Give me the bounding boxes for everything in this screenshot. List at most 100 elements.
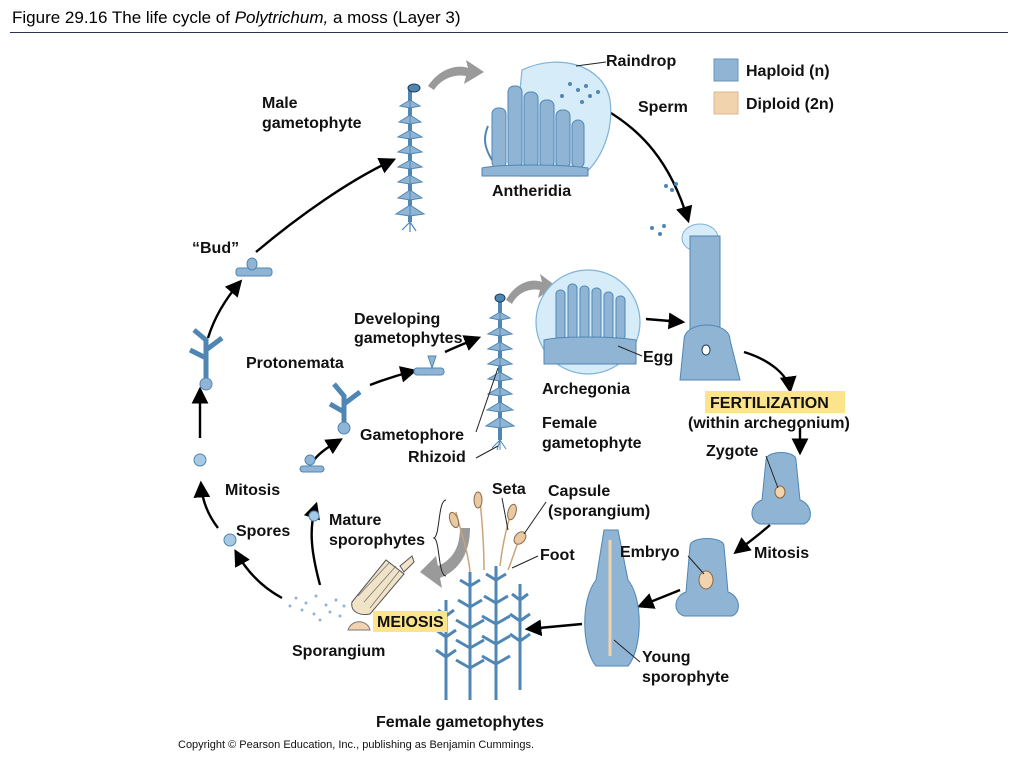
ptr-young-sporophyte xyxy=(613,639,641,663)
label-raindrop: Raindrop xyxy=(606,53,676,70)
arrow-young-to-mature xyxy=(524,619,583,637)
archegonia-circle xyxy=(535,269,641,375)
meiosis-highlight xyxy=(373,611,447,632)
spore-inner xyxy=(308,510,320,522)
label-egg: Egg xyxy=(643,349,673,366)
embryo-structure xyxy=(675,538,739,617)
copyright-notice: Copyright © Pearson Education, Inc., pub… xyxy=(178,739,535,751)
label-mitosis-left: Mitosis xyxy=(225,482,280,499)
developing-gametophyte-small xyxy=(413,355,445,376)
female-leaves xyxy=(484,311,516,429)
arrow-inner-up-2 xyxy=(369,366,418,387)
label-protonemata: Protonemata xyxy=(246,355,344,372)
arrow-zygote-to-embryo xyxy=(733,524,771,555)
legend-haploid-label: Haploid (n) xyxy=(746,63,830,80)
label-mitosis-right: Mitosis xyxy=(754,545,809,562)
sporangium-cap xyxy=(399,555,415,573)
spores xyxy=(193,453,320,547)
ptr-seta xyxy=(501,497,509,531)
arrow-bud-to-male xyxy=(255,158,397,253)
arrow-lower-to-spore xyxy=(193,480,219,529)
gray-arrow-female-to-archegonia xyxy=(506,274,556,304)
ptr-embryo xyxy=(687,555,705,575)
title-rule xyxy=(10,32,1008,33)
gray-arrows xyxy=(420,60,556,588)
zygote-cell xyxy=(774,485,786,499)
archegonium-egg xyxy=(701,344,711,356)
young-sporophyte-structure xyxy=(584,529,640,667)
sporophyte-capsules xyxy=(448,491,527,545)
sporangium-structure xyxy=(288,555,415,631)
female-tip xyxy=(494,293,506,303)
arrow-developing-to-gametophore xyxy=(444,335,482,354)
arrow-archegonia-to-detail xyxy=(645,312,686,330)
label-developing-1: Developing xyxy=(354,311,440,328)
gray-arrow-capsule-to-sporangium xyxy=(420,528,470,588)
diploid-swatch xyxy=(713,91,739,115)
antheridium-stalk xyxy=(484,125,493,161)
bud-structure xyxy=(235,257,273,277)
label-embryo: Embryo xyxy=(620,544,680,561)
sporangium-capsule xyxy=(351,559,405,615)
gray-arrow-male-to-antheridia xyxy=(428,60,484,90)
title-prefix: Figure 29.16 The life cycle of xyxy=(12,8,235,27)
sperm-cluster-top xyxy=(560,82,600,104)
female-rhizoids xyxy=(491,439,507,451)
pointer-lines xyxy=(475,61,779,663)
arrow-embryo-to-young xyxy=(636,588,681,609)
ptr-egg xyxy=(617,345,643,357)
haploid-swatch xyxy=(713,58,739,82)
label-archegonia: Archegonia xyxy=(542,381,630,398)
label-meiosis: MEIOSIS xyxy=(377,614,444,631)
label-female-1: Female xyxy=(542,415,597,432)
male-gametophyte-plant xyxy=(394,83,426,232)
legend: Haploid (n) Diploid (2n) xyxy=(713,58,834,115)
mature-sporophytes-brace xyxy=(432,499,447,577)
arrow-sperm-to-archegonium xyxy=(605,108,693,224)
embryo-cell xyxy=(698,570,714,590)
ptr-zygote xyxy=(765,455,779,489)
early-protonema xyxy=(299,454,325,473)
spore-spray xyxy=(288,594,346,622)
protonema-inner xyxy=(328,382,362,435)
arrow-sporangium-to-spores xyxy=(234,549,283,600)
archegonia-cluster xyxy=(543,283,637,365)
arrow-archegonium-to-fertilization xyxy=(743,350,797,394)
mature-sporophytes-cluster xyxy=(432,491,531,700)
spore-left xyxy=(193,453,207,467)
archegonium-detail xyxy=(679,223,741,381)
label-within-archegonium: (within archegonium) xyxy=(688,415,850,432)
sporangium-lines xyxy=(357,561,401,609)
spore-lower xyxy=(223,533,237,547)
label-spores: Spores xyxy=(236,523,290,540)
label-zygote: Zygote xyxy=(706,443,759,460)
label-female-gametophytes: Female gametophytes xyxy=(376,714,544,731)
label-female-2: gametophyte xyxy=(542,435,642,452)
female-gametophyte-plant xyxy=(484,293,516,451)
label-mature-1: Mature xyxy=(329,512,382,529)
label-sporangium: Sporangium xyxy=(292,643,385,660)
label-male-1: Male xyxy=(262,95,298,112)
title-species: Polytrichum, xyxy=(234,8,329,27)
label-sperm: Sperm xyxy=(638,99,688,116)
label-capsule-2: (sporangium) xyxy=(548,503,650,520)
figure-title: Figure 29.16 The life cycle of Polytrich… xyxy=(12,8,461,28)
antheridia-raindrop xyxy=(481,61,612,177)
arrow-inner-up-1 xyxy=(313,438,343,461)
arrow-protonema-to-bud xyxy=(206,279,243,339)
ptr-gametophore xyxy=(475,367,499,433)
label-antheridia: Antheridia xyxy=(492,183,571,200)
label-foot: Foot xyxy=(540,547,575,564)
ptr-foot xyxy=(511,555,539,569)
antheridia-cluster xyxy=(481,85,589,177)
young-sporophyte-calyptra xyxy=(584,529,640,667)
label-developing-2: gametophytes xyxy=(354,330,463,347)
male-rhizoids xyxy=(401,221,417,232)
label-bud: “Bud” xyxy=(192,240,239,257)
label-young-1: Young xyxy=(642,649,691,666)
gametophyte-bush xyxy=(435,566,531,700)
legend-diploid-label: Diploid (2n) xyxy=(746,96,834,113)
ptr-rhizoid xyxy=(475,445,499,459)
falling-sperm xyxy=(650,182,678,236)
